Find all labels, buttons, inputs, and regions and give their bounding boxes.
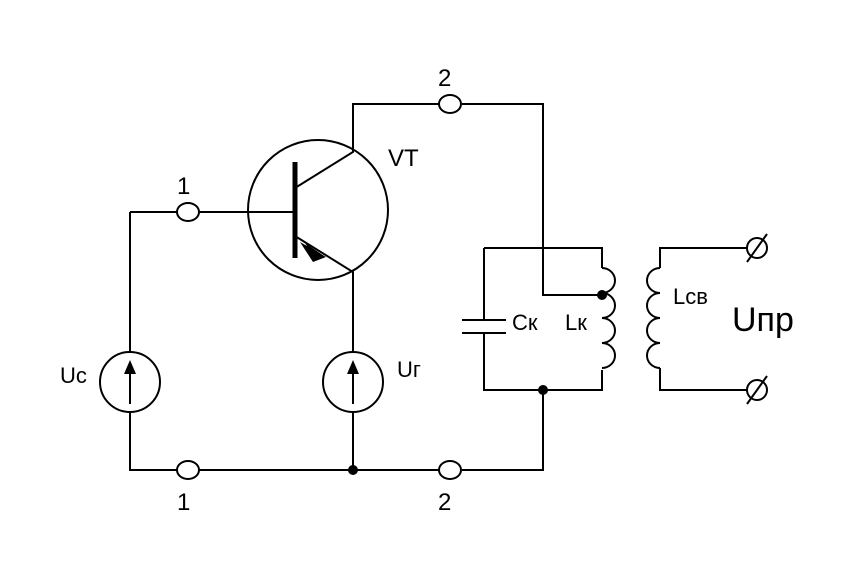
source-ug-symbol xyxy=(322,351,384,470)
label-node-2-bottom: 2 xyxy=(438,489,451,516)
label-node-2-top: 2 xyxy=(438,65,451,92)
label-coupling-coil: Lсв xyxy=(673,284,708,309)
label-vt: VT xyxy=(388,145,419,172)
source-uc-symbol xyxy=(99,351,161,413)
label-ug: Uг xyxy=(397,357,421,382)
inductor-lk-coil xyxy=(601,267,616,369)
coupling-coil xyxy=(646,247,748,391)
output-terminal-bottom xyxy=(746,375,768,405)
transistor-vt-symbol xyxy=(247,103,544,352)
tank-circuit xyxy=(462,247,616,391)
junction-dot-bottom xyxy=(348,465,358,475)
label-capacitor: Ск xyxy=(512,310,538,335)
junction-dot-inductor-tap xyxy=(597,290,607,300)
terminal-1-top xyxy=(176,202,200,222)
label-uc: Uс xyxy=(60,363,87,388)
label-node-1-bottom: 1 xyxy=(177,489,190,516)
terminal-2-bottom xyxy=(438,460,462,480)
label-inductor: Lк xyxy=(565,310,587,335)
label-output-voltage: Uпр xyxy=(732,301,794,339)
label-node-1-top: 1 xyxy=(177,173,190,200)
terminal-2-top xyxy=(438,94,462,114)
input-wiring xyxy=(129,211,544,471)
output-terminal-top xyxy=(746,233,768,263)
terminal-1-bottom xyxy=(176,460,200,480)
junction-dot-tank xyxy=(538,385,548,395)
